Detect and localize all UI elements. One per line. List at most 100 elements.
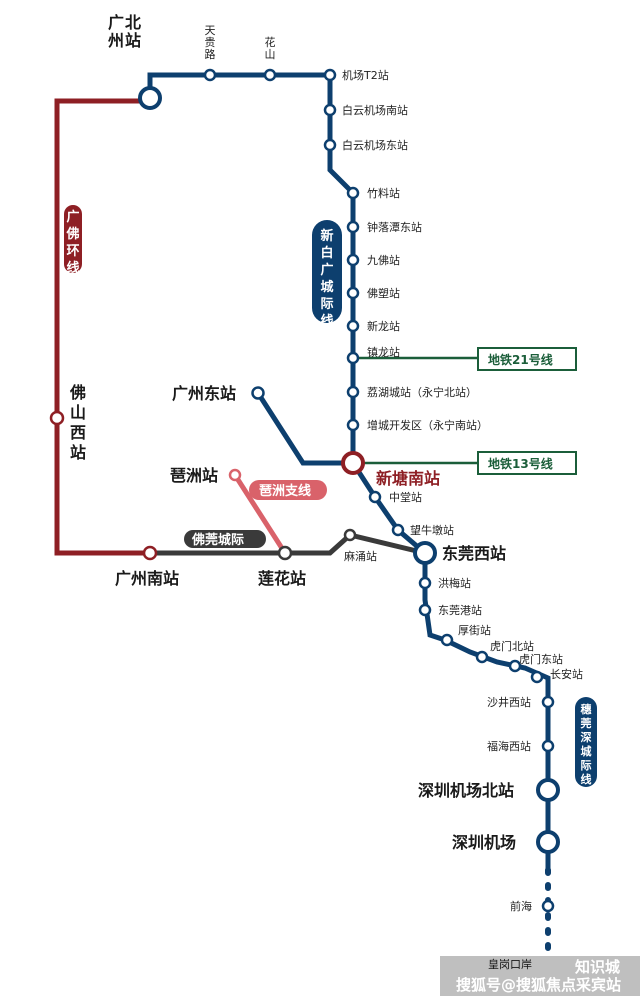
svg-text:线: 线 [320,313,333,329]
station-dot-houjie[interactable] [440,633,454,647]
station-dot-machong[interactable] [343,528,357,542]
station-dot-lihucheng[interactable] [346,385,360,399]
station-dot-zhuliao[interactable] [346,186,360,200]
label-guangzhou-east: 广州东站 [172,384,236,403]
station-dot-guangzhou-south[interactable] [142,545,158,561]
station-dot-zhongtang[interactable] [368,490,382,504]
label-tianguilu: 天贵路 [205,24,216,61]
label-zhenlong: 镇龙站 [367,345,400,359]
svg-text:山: 山 [70,403,86,422]
svg-text:站: 站 [125,31,141,50]
station-dot-xintang-south[interactable] [341,451,365,475]
label-fosu: 佛塑站 [367,286,400,300]
svg-text:城: 城 [581,744,592,758]
station-dot-lianhua[interactable] [277,545,293,561]
label-huashan: 花山 [265,36,276,61]
station-dot-guangzhou-north[interactable] [138,86,162,110]
station-dot-sz-airport[interactable] [536,830,560,854]
svg-text:环: 环 [66,244,79,259]
svg-text:线: 线 [581,772,592,786]
label-machong: 麻涌站 [344,549,377,563]
svg-text:莞: 莞 [580,716,592,730]
label-baiyun-east: 白云机场东站 [342,138,408,152]
station-dot-shajing[interactable] [541,695,555,709]
label-dongguangang: 东莞港站 [438,603,482,617]
station-dot-huashan[interactable] [263,68,277,82]
label-changan: 长安站 [550,667,583,681]
station-dot-airport-t2[interactable] [323,68,337,82]
station-dot-foshan-west[interactable] [49,410,65,426]
label-wangniudun: 望牛墩站 [410,523,454,537]
label-hongmei: 洪梅站 [438,576,471,590]
station-dot-guangzhou-east[interactable] [251,386,265,400]
foguan-line-label: 佛莞城际 [191,532,244,548]
svg-text:广: 广 [320,262,333,278]
label-lihucheng: 荔湖城站（永宁北站） [367,385,477,399]
label-fuhai: 福海西站 [487,739,531,753]
watermark-top: 知识城 [575,958,620,976]
station-dot-qianhai[interactable] [541,899,555,913]
svg-text:站: 站 [70,443,86,462]
station-dot-zhongluotan[interactable] [346,220,360,234]
label-humen-north: 虎门北站 [490,639,534,653]
svg-text:北: 北 [125,13,141,32]
station-dot-humen-east[interactable] [508,659,522,673]
pazhou-line-label: 琶洲支线 [259,483,311,499]
station-dot-baiyun-east[interactable] [323,138,337,152]
metro21-label: 地铁21号线 [488,352,553,367]
station-dot-dongguan-west[interactable] [413,541,437,565]
label-zhongluotan: 钟落潭东站 [367,220,422,234]
label-shajing: 沙井西站 [487,695,531,709]
station-dot-tianguilu[interactable] [203,68,217,82]
station-dot-wangniudun[interactable] [391,523,405,537]
metro13-label: 地铁13号线 [488,456,553,471]
label-sz-airport: 深圳机场 [452,833,516,852]
label-zhuliao: 竹料站 [367,186,400,200]
svg-text:路: 路 [205,48,216,61]
station-dot-changan[interactable] [530,670,544,684]
label-sz-airport-north: 深圳机场北站 [418,781,514,800]
station-dot-xinlong[interactable] [346,319,360,333]
main-blue-line [147,72,551,870]
svg-text:山: 山 [265,48,276,61]
label-guangzhou-south: 广州南站 [115,569,179,588]
svg-text:际: 际 [320,297,333,312]
svg-text:佛: 佛 [69,383,86,402]
station-dot-zhenlong[interactable] [346,351,360,365]
label-houjie: 厚街站 [458,623,491,637]
station-dot-sz-airport-north[interactable] [536,778,560,802]
station-dot-baiyun-south[interactable] [323,103,337,117]
svg-text:白: 白 [320,245,333,261]
station-dot-fosu[interactable] [346,286,360,300]
label-baiyun-south: 白云机场南站 [342,103,408,117]
label-zengcheng: 增城开发区（永宁南站） [367,418,488,432]
station-dot-humen-north[interactable] [475,650,489,664]
label-humen-east: 虎门东站 [519,652,563,666]
label-jiufo: 九佛站 [367,253,400,267]
svg-text:线: 线 [66,260,79,276]
svg-text:州: 州 [107,31,124,50]
station-dot-fuhai[interactable] [541,739,555,753]
station-dot-dongguangang[interactable] [418,603,432,617]
svg-text:深: 深 [581,730,592,744]
label-qianhai: 前海 [510,899,532,913]
svg-text:城: 城 [320,279,333,295]
svg-text:西: 西 [70,423,86,442]
station-dot-pazhou[interactable] [228,468,242,482]
station-dot-zengcheng[interactable] [346,418,360,432]
label-zhongtang: 中堂站 [389,490,422,504]
svg-text:广: 广 [108,13,124,32]
svg-text:新: 新 [320,228,333,244]
station-dot-jiufo[interactable] [346,253,360,267]
label-xinlong: 新龙站 [367,319,400,333]
watermark-bottom: 搜狐号@搜狐焦点采宾站 [456,976,621,994]
pazhou-line [232,473,288,555]
station-dot-hongmei[interactable] [418,576,432,590]
label-huanggang: 皇岗口岸 [488,957,532,971]
svg-text:花: 花 [265,36,276,49]
